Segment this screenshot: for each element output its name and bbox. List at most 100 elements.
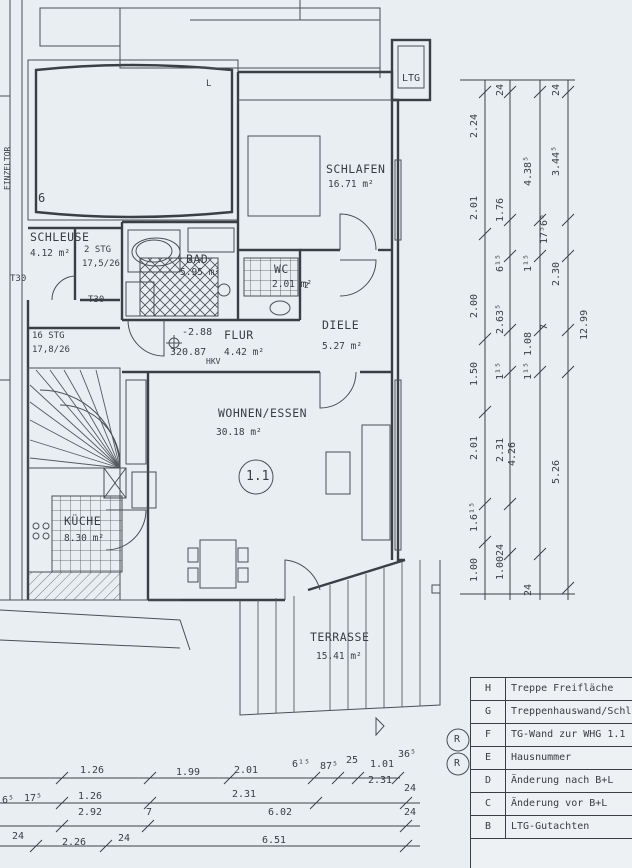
dim-bottom-r1-3: 2.01: [234, 765, 259, 776]
legend-code: F: [471, 724, 506, 746]
dim-bottom-r2-6: 24: [404, 783, 417, 794]
legend-text: Treppe Freifläche: [511, 683, 614, 694]
legend-code: E: [471, 747, 506, 769]
dim-bottom-r2-2: 17⁵: [24, 793, 43, 804]
apartment-walls: [120, 70, 406, 602]
dim-right-c1-5: 2.01: [469, 435, 480, 460]
dim-right-c1-7: 1.00: [469, 557, 480, 582]
door-swings: [105, 213, 377, 600]
dim-bottom-r3-3: 6.02: [268, 807, 293, 818]
room-name-terrasse: TERRASSE: [310, 630, 370, 644]
room-name-kueche: KÜCHE: [64, 514, 102, 528]
t30-label-left: T30: [10, 274, 27, 284]
einzeltor-label: EINZELTOR: [3, 146, 12, 190]
bottom-dimension-lines: [0, 771, 420, 853]
level-label: -2.88: [182, 327, 213, 338]
room-area-flur: 4.42 m²: [224, 347, 265, 358]
legend-code: D: [471, 770, 506, 792]
dim-bottom-r4-1: 24: [12, 831, 25, 842]
legend-code: H: [471, 678, 506, 700]
room-name-schleuse: SCHLEUSE: [30, 230, 90, 244]
legend-row: H Treppe Freifläche: [471, 678, 632, 701]
dim-right-c2-2: 6¹⁵: [495, 253, 506, 272]
dim-right-c2-5: 2.31: [495, 437, 506, 462]
dim-right-c4-1: 3.44⁵: [551, 145, 562, 176]
stair-2-steps-label: 2 STG: [84, 245, 112, 255]
stair-number-label: 6: [38, 191, 46, 205]
t30-label-mid: T30: [88, 295, 105, 305]
dim-bottom-r1-7: 1.01: [370, 759, 395, 770]
legend-text: Änderung nach B+L: [511, 775, 614, 786]
dim-right-c3-1: 4.38⁵: [523, 155, 534, 186]
l-mark-label: L: [206, 79, 212, 89]
revision-circles: [446, 728, 470, 776]
room-area-wc: 2.01 m²: [272, 279, 313, 290]
dim-right-c1-3: 2.00: [469, 293, 480, 318]
dim-bottom-r4-4: 6.51: [262, 835, 287, 846]
dim-right-total: 12.99: [579, 309, 590, 340]
staircase-16-steps: [27, 367, 121, 469]
room-name-flur: FLUR: [224, 328, 254, 342]
dim-right-c1-6: 1.6¹⁵: [469, 501, 480, 532]
hkv-label: HKV: [206, 357, 221, 366]
dim-bottom-r3-2: 7: [146, 807, 153, 818]
dim-bottom-r1-5: 87⁵: [320, 761, 339, 772]
ltg-label: LTG: [402, 73, 421, 84]
revision-legend-table: H Treppe Freifläche G Treppenhauswand/Sc…: [470, 677, 632, 868]
ltg-shaft: [390, 38, 432, 102]
dim-right-c3-2: 1¹⁵: [523, 253, 534, 272]
legend-row: F TG-Wand zur WHG 1.1: [471, 724, 632, 747]
room-name-bad: BAD: [186, 252, 209, 266]
room-area-schleuse: 4.12 m²: [30, 248, 71, 259]
legend-row: G Treppenhauswand/Schleuse: [471, 701, 632, 724]
revision-mark-2: R: [454, 758, 461, 769]
dim-right-c4-2: 17⁵6⁵: [539, 213, 550, 244]
dim-right-c3-6: 24: [523, 583, 534, 596]
room-area-bad: 5.95 m²: [180, 267, 221, 278]
legend-row: E Hausnummer: [471, 747, 632, 770]
legend-code: C: [471, 793, 506, 815]
left-building-edge: [0, 0, 23, 600]
dim-right-c2-1: 1.76: [495, 197, 506, 222]
room-area-terrasse: 15.41 m²: [316, 651, 362, 662]
legend-text: Treppenhauswand/Schleuse: [511, 706, 632, 717]
dim-right-c1-2: 2.01: [469, 195, 480, 220]
dim-bottom-r1-4: 6¹⁵: [292, 759, 311, 770]
room-name-wohnen: WOHNEN/ESSEN: [218, 406, 308, 420]
dim-right-top-1: 24: [495, 83, 506, 96]
bed-symbol: [238, 99, 392, 217]
dim-bottom-r3-4: 24: [404, 807, 417, 818]
dim-bottom-r2-1: 6⁵: [2, 795, 15, 806]
stair-16-steps-ratio: 17,8/26: [32, 345, 70, 355]
stair-16-steps-label: 16 STG: [32, 331, 65, 341]
wc-fixtures: [243, 257, 299, 316]
bathroom-fixtures: [125, 227, 235, 317]
room-area-kueche: 8.30 m²: [64, 533, 105, 544]
level-nn-label: 320.87: [170, 347, 207, 358]
dim-bottom-r4-2: 2.26: [62, 837, 87, 848]
room-name-wc: WC: [274, 262, 289, 276]
legend-code: B: [471, 816, 506, 838]
room-area-diele: 5.27 m²: [322, 341, 363, 352]
dim-bottom-r2-5: 2.31: [368, 775, 393, 786]
dim-right-c3-5: 4.26: [507, 441, 518, 466]
room-name-schlafen: SCHLAFEN: [326, 162, 386, 176]
dim-right-c2-7: 1.00: [495, 555, 506, 580]
dim-right-c2-3: 2.63⁵: [495, 303, 506, 334]
legend-text: TG-Wand zur WHG 1.1: [511, 729, 626, 740]
dim-bottom-r1-8: 36⁵: [398, 749, 417, 760]
legend-text: Änderung vor B+L: [511, 798, 608, 809]
room-name-diele: DIELE: [322, 318, 360, 332]
living-furniture: [131, 424, 391, 589]
dim-right-c2-4: 1¹⁵: [495, 361, 506, 380]
dim-right-c2-6: 24: [495, 543, 506, 556]
legend-text: LTG-Gutachten: [511, 821, 590, 832]
legend-text: Hausnummer: [511, 752, 572, 763]
dim-right-c4-5: 5.26: [551, 459, 562, 484]
dim-right-top-2: 24: [551, 83, 562, 96]
level-marker-symbol: [166, 335, 182, 351]
dim-right-c4-4: 7: [539, 323, 550, 330]
dim-right-c4-3: 2.30: [551, 261, 562, 286]
dim-bottom-r1-1: 1.26: [80, 765, 105, 776]
dim-right-c3-4: 1¹⁵: [523, 361, 534, 380]
